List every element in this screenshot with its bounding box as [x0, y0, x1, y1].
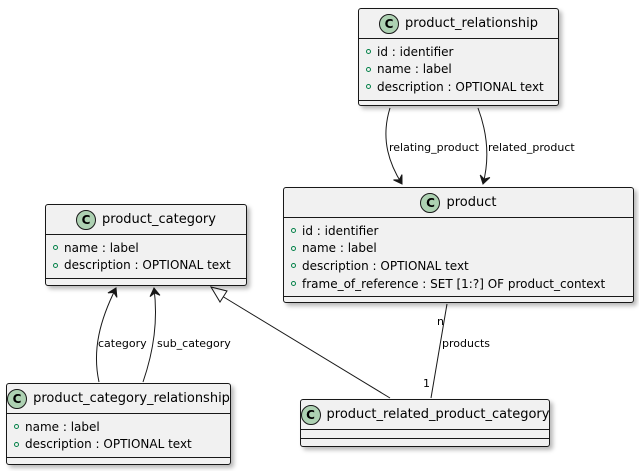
class-product-relationship[interactable]: C product_relationship id : identifier n… [358, 8, 559, 106]
public-visibility-icon [291, 263, 296, 269]
class-icon: C [76, 209, 97, 230]
public-visibility-icon [53, 262, 58, 268]
class-attributes: name : label description : OPTIONAL text [46, 235, 246, 280]
label-related-product: related_product [488, 141, 575, 154]
class-attributes: id : identifier name : label description… [359, 39, 558, 101]
public-visibility-icon [366, 66, 371, 72]
class-header: C product_related_product_category [300, 400, 550, 430]
class-icon: C [7, 388, 28, 409]
edge-products [430, 303, 448, 399]
attribute: name : label [46, 239, 246, 257]
attribute: id : identifier [359, 43, 558, 61]
class-product-category[interactable]: C product_category name : label descript… [45, 204, 247, 286]
public-visibility-icon [291, 245, 296, 251]
attribute: name : label [284, 240, 633, 258]
attribute: name : label [359, 61, 558, 79]
class-methods [46, 279, 246, 287]
class-name: product_category [102, 212, 216, 227]
public-visibility-icon [291, 281, 296, 287]
class-name: product_category_relationship [33, 391, 230, 406]
edge-related-product [477, 107, 491, 185]
generalization-triangle-icon [209, 286, 228, 303]
class-attributes [301, 430, 549, 439]
class-header: C product_category [46, 205, 246, 235]
edge-relating-product [385, 107, 403, 185]
public-visibility-icon [366, 84, 371, 90]
attribute: description : OPTIONAL text [46, 257, 246, 275]
class-header: C product [284, 188, 633, 218]
edge-generalization [221, 295, 391, 399]
edge-category [96, 287, 118, 383]
class-name: product_related_product_category [326, 407, 550, 422]
class-methods [359, 101, 558, 109]
class-icon: C [420, 192, 441, 213]
attribute: id : identifier [284, 222, 633, 240]
attribute: description : OPTIONAL text [359, 78, 558, 96]
class-product-category-relationship[interactable]: C product_category_relationship name : l… [6, 383, 231, 465]
attribute: frame_of_reference : SET [1:?] OF produc… [284, 275, 633, 293]
class-methods [284, 297, 633, 305]
class-name: product [446, 195, 497, 210]
class-methods [7, 458, 230, 466]
class-icon: C [300, 404, 321, 425]
edge-sub-category [142, 287, 161, 383]
class-product[interactable]: C product id : identifier name : label d… [283, 187, 634, 303]
public-visibility-icon [14, 424, 19, 430]
class-header: C product_relationship [359, 9, 558, 39]
class-name: product_relationship [405, 16, 538, 31]
label-relating-product: relating_product [389, 141, 479, 154]
multiplicity-1: 1 [423, 377, 430, 390]
label-sub-category: sub_category [157, 337, 231, 350]
label-category: category [98, 337, 147, 350]
public-visibility-icon [53, 245, 58, 251]
attribute: description : OPTIONAL text [284, 257, 633, 275]
public-visibility-icon [291, 228, 296, 234]
class-methods [301, 439, 549, 445]
multiplicity-n: n [437, 315, 444, 328]
class-attributes: id : identifier name : label description… [284, 218, 633, 298]
class-product-related-product-category[interactable]: C product_related_product_category [300, 399, 550, 447]
attribute: name : label [7, 418, 230, 436]
label-products: products [442, 337, 491, 350]
public-visibility-icon [14, 441, 19, 447]
class-header: C product_category_relationship [7, 384, 230, 414]
public-visibility-icon [366, 49, 371, 55]
attribute: description : OPTIONAL text [7, 436, 230, 454]
class-attributes: name : label description : OPTIONAL text [7, 414, 230, 459]
class-icon: C [379, 13, 400, 34]
